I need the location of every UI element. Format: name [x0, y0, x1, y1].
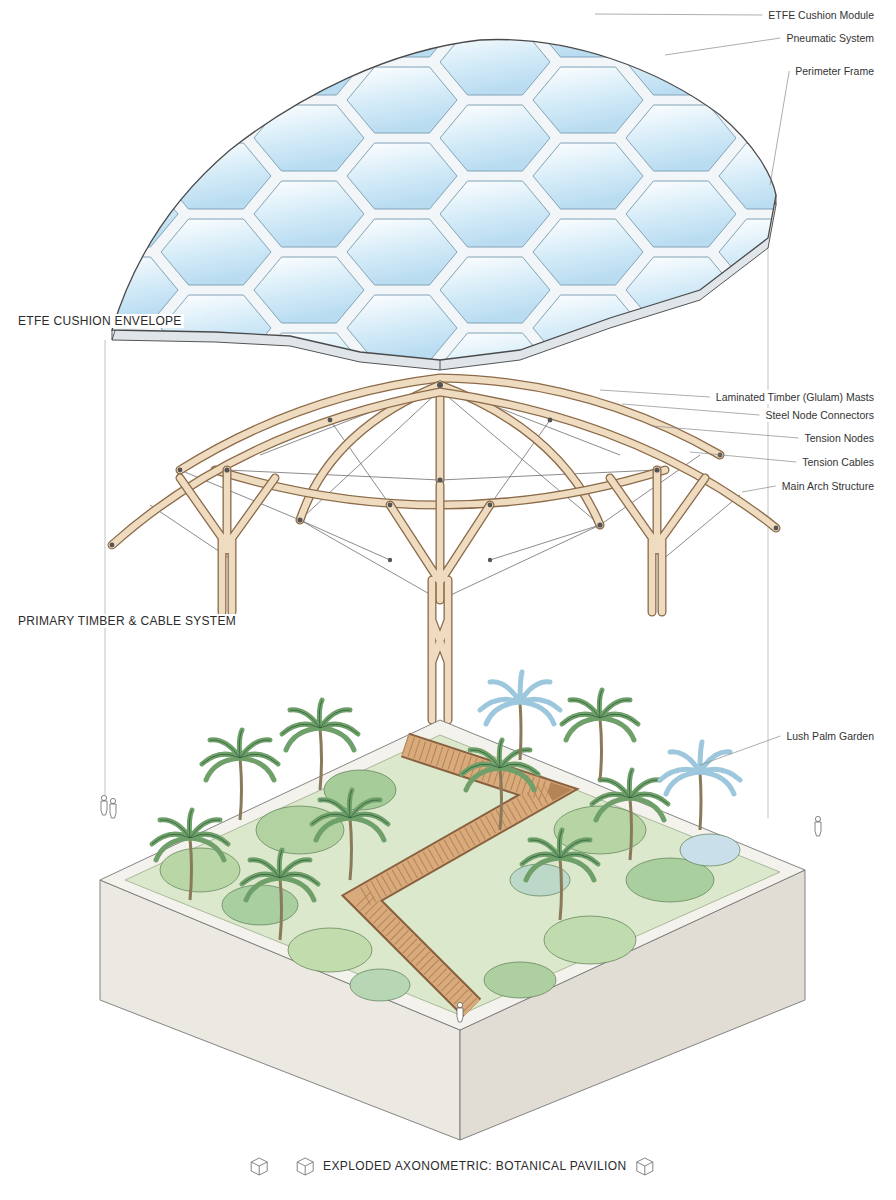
shrubs [484, 962, 556, 998]
steel-node [388, 503, 393, 508]
steel-node [437, 477, 442, 482]
palm-tree [522, 830, 598, 920]
part-label: Pneumatic System [784, 31, 876, 45]
visitor-figure [457, 1002, 463, 1022]
steel-node [224, 467, 229, 472]
steel-node [178, 468, 183, 473]
palm-tree [242, 850, 318, 940]
part-label: Lush Palm Garden [784, 729, 876, 743]
guide-line [768, 245, 769, 818]
shrubs [680, 834, 740, 866]
etfe-roof [112, 40, 776, 370]
visitor-figure [110, 798, 116, 818]
garden-base [100, 720, 805, 1030]
leader-line [665, 38, 780, 55]
palm-tree [152, 810, 228, 900]
part-label: Tension Nodes [803, 431, 876, 445]
timber-structure [110, 378, 779, 720]
section-title: PRIMARY TIMBER & CABLE SYSTEM [16, 614, 238, 628]
boardwalk [362, 745, 548, 1008]
shrubs [544, 916, 636, 964]
shrubs [288, 928, 372, 972]
steel-node [774, 526, 779, 531]
boardwalk [362, 745, 548, 1008]
palm-tree [480, 672, 560, 760]
palm-tree [312, 790, 388, 880]
steel-node [488, 558, 492, 562]
steel-node [654, 467, 659, 472]
leader-line [700, 736, 780, 765]
leader-line [770, 71, 789, 185]
glulam-beam [180, 470, 275, 612]
steel-node [110, 382, 779, 562]
steel-node [110, 543, 115, 548]
shrubs [222, 885, 298, 925]
guide-line [105, 340, 106, 795]
part-label: Steel Node Connectors [763, 408, 876, 422]
glulam-beam [390, 485, 490, 720]
etfe-roof [112, 40, 776, 360]
caption-icon [251, 1158, 653, 1175]
shrubs [160, 770, 740, 1001]
palm-tree [202, 730, 278, 820]
leader-line [595, 14, 762, 15]
garden-base [125, 735, 780, 1015]
steel-node [548, 418, 553, 423]
part-label: Main Arch Structure [780, 479, 876, 493]
visitor-figure [101, 795, 821, 1022]
boardwalk [362, 745, 548, 1008]
visitor-figure [815, 816, 821, 836]
palm-tree [282, 700, 358, 790]
leader-line [652, 426, 799, 438]
steel-node [297, 517, 302, 522]
leader-line [690, 452, 796, 462]
steel-node [328, 418, 333, 423]
palm-tree [562, 690, 638, 780]
leader-line [742, 486, 776, 492]
palm-tree [462, 740, 538, 830]
steel-node [488, 503, 493, 508]
part-label: Perimeter Frame [793, 64, 876, 78]
visitor-figure [101, 795, 107, 815]
shrubs [350, 969, 410, 1001]
etfe-roof [112, 195, 776, 370]
part-label: ETFE Cushion Module [766, 8, 876, 22]
glulam-beam [112, 378, 776, 720]
glulam-beam [610, 470, 705, 612]
palm-tree [592, 770, 668, 860]
part-label: Laminated Timber (Glulam) Masts [714, 390, 876, 404]
garden-base [100, 720, 805, 1140]
glulam-beam [390, 485, 490, 720]
caption: EXPLODED AXONOMETRIC: BOTANICAL PAVILION [321, 1159, 629, 1173]
steel-node [437, 382, 443, 388]
boardwalk [362, 745, 548, 1008]
caption-icon [637, 1158, 653, 1175]
caption-icon [297, 1158, 313, 1175]
glulam-beam [180, 470, 275, 612]
leader-line [600, 390, 710, 397]
shrubs [160, 848, 240, 892]
steel-node [597, 522, 602, 527]
caption-icon [251, 1158, 267, 1175]
steel-node [388, 558, 392, 562]
part-label: Tension Cables [800, 455, 876, 469]
glulam-beam [610, 470, 705, 612]
leader-line [622, 404, 759, 415]
section-title: ETFE CUSHION ENVELOPE [16, 314, 184, 328]
palm-tree [152, 672, 740, 940]
